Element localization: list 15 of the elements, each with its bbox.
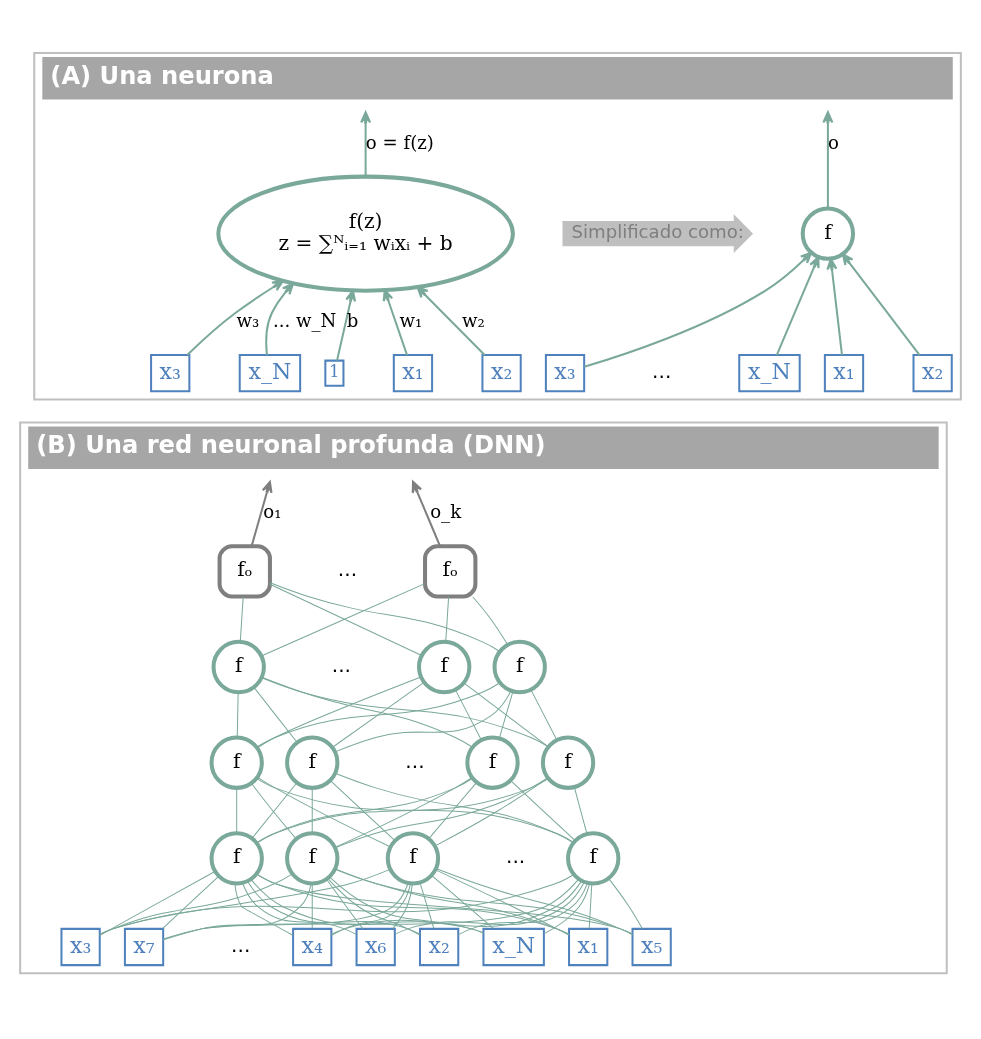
edge-label: w₂ bbox=[462, 309, 485, 331]
label: ... bbox=[331, 652, 352, 677]
label: ... bbox=[231, 932, 251, 957]
edge-label: o₁ bbox=[263, 500, 282, 522]
label: ... bbox=[337, 556, 358, 581]
label: ... bbox=[405, 748, 425, 773]
edge-label: o = f(z) bbox=[365, 131, 434, 153]
edge-label: o_k bbox=[430, 500, 462, 522]
label: ... bbox=[506, 843, 526, 868]
edge-label: o bbox=[827, 131, 839, 153]
label: ... bbox=[652, 358, 672, 383]
edge-label: w₃ bbox=[236, 309, 260, 331]
edge-label: ... w_N bbox=[272, 309, 337, 331]
edge-label: w₁ bbox=[399, 309, 423, 331]
edge-label: b bbox=[346, 309, 359, 331]
